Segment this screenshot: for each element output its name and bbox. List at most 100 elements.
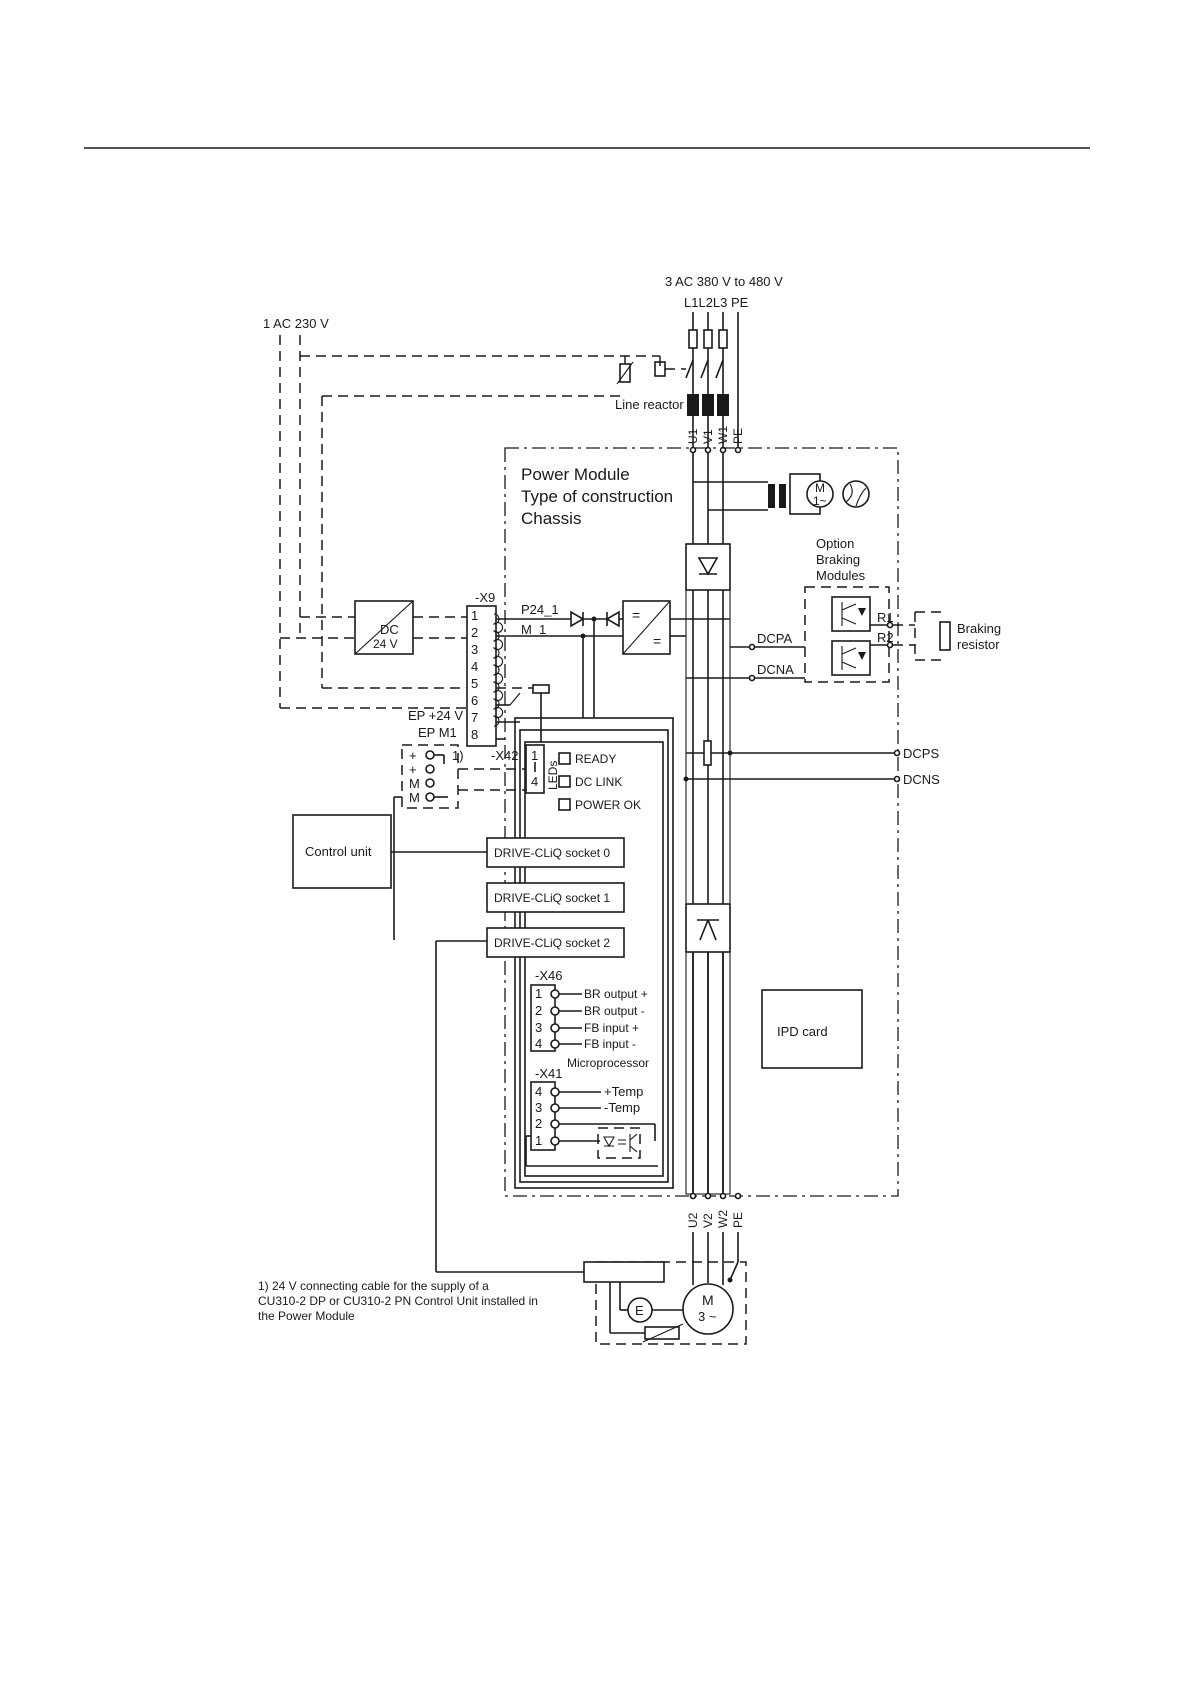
psu-dc-label: DC	[380, 622, 399, 637]
epm1-label: EP M1	[418, 725, 457, 740]
x41-signal-temp-plus: +Temp	[604, 1084, 643, 1099]
terminal-pe-top: PE	[731, 428, 745, 444]
motor-m: M	[702, 1292, 714, 1308]
drive-cliq-sockets: DRIVE-CLiQ socket 0 DRIVE-CLiQ socket 1 …	[486, 837, 625, 958]
three-phase-supply-label: 3 AC 380 V to 480 V	[665, 274, 783, 289]
external-24v-terminal: + + M M 1)	[393, 744, 526, 940]
braking-resistor-label-1: Braking	[957, 621, 1001, 636]
rectifier	[685, 543, 731, 591]
dcna-label: DCNA	[757, 662, 794, 677]
x46-pin-4: 4	[535, 1036, 542, 1051]
x41-pin-2: 2	[535, 1116, 542, 1131]
power-module-title: Power Module	[521, 465, 630, 484]
microprocessor-label: Microprocessor	[567, 1056, 649, 1070]
led-dclink-label: DC LINK	[575, 775, 622, 789]
p24-supply-path	[496, 610, 623, 718]
power-module-enclosure	[504, 447, 899, 1197]
psu-24v-label: 24 V	[373, 637, 398, 651]
x41-label: -X41	[535, 1066, 562, 1081]
fan-motor-m: M	[815, 481, 825, 495]
x9-pin-7: 7	[471, 710, 478, 725]
drive-cliq-socket-2	[486, 927, 625, 958]
led-ready-label: READY	[575, 752, 616, 766]
terminal-u1: U1	[686, 428, 700, 444]
x46-connector: -X46 1 2 3 4 BR output + BR output - FB …	[530, 968, 649, 1070]
ipd-card-box	[761, 989, 863, 1069]
x42-pin-1: 1	[531, 748, 538, 763]
drive-cliq-socket-1-label: DRIVE-CLiQ socket 1	[494, 891, 610, 905]
motor-phase: 3 ~	[698, 1309, 717, 1324]
x42-connector: -X42 1 4 LEDs	[491, 744, 560, 794]
dcns-label: DCNS	[903, 772, 940, 787]
m1-label: M_1	[521, 622, 546, 637]
converter-out: =	[653, 633, 661, 649]
x41-pin-1: 1	[535, 1133, 542, 1148]
motor-assembly: M 3 ~ E	[583, 1232, 747, 1345]
motor-circle	[682, 1283, 734, 1335]
option-label: Option	[816, 536, 854, 551]
control-unit-label: Control unit	[305, 844, 372, 859]
drive-cliq-socket-0	[486, 837, 625, 868]
x41-connector: -X41 4 3 2 1 +Temp -Temp	[525, 1066, 658, 1167]
led-powerok-box	[558, 798, 571, 811]
ext-m-2: M	[409, 790, 420, 805]
power-module-construction: Type of construction	[521, 487, 673, 506]
x9-pin-3: 3	[471, 642, 478, 657]
encoder-cable	[435, 940, 584, 1273]
phase-labels: L1L2L3 PE	[684, 295, 749, 310]
leds-label: LEDs	[546, 761, 560, 790]
x9-pin-2: 2	[471, 625, 478, 640]
x46-pin-3: 3	[535, 1020, 542, 1035]
led-powerok-label: POWER OK	[575, 798, 641, 812]
x41-signal-temp-minus: -Temp	[604, 1100, 640, 1115]
x42-pin-4: 4	[531, 774, 538, 789]
led-dclink-box	[558, 775, 571, 788]
inverter	[685, 903, 731, 953]
footnote-ref: 1)	[452, 748, 464, 763]
braking-resistor-label-2: resistor	[957, 637, 1000, 652]
dcpa-label: DCPA	[757, 631, 792, 646]
x9-pin-8: 8	[471, 727, 478, 742]
x41-pin-3: 3	[535, 1100, 542, 1115]
footnote-line-2: CU310-2 DP or CU310-2 PN Control Unit in…	[258, 1294, 538, 1308]
terminal-u2: U2	[686, 1212, 700, 1228]
drive-cliq-socket-0-label: DRIVE-CLiQ socket 0	[494, 846, 610, 860]
footnote-line-1: 1) 24 V connecting cable for the supply …	[258, 1279, 489, 1293]
aux-supply-wiring	[279, 335, 686, 709]
converter-in: =	[632, 607, 640, 623]
r1-label: R1	[877, 610, 894, 625]
x46-signal-3: FB input +	[584, 1021, 639, 1035]
status-leds: READY DC LINK POWER OK	[558, 752, 641, 812]
dc-link-capacitor	[686, 740, 730, 766]
x46-pin-1: 1	[535, 986, 542, 1001]
modules-label: Modules	[816, 568, 866, 583]
x9-pin-5: 5	[471, 676, 478, 691]
x46-pin-2: 2	[535, 1003, 542, 1018]
ep24-label: EP +24 V	[408, 708, 463, 723]
x9-pin-1: 1	[471, 608, 478, 623]
terminal-v1: V1	[701, 429, 715, 444]
x46-signal-4: FB input -	[584, 1037, 636, 1051]
dcps-dcns-outputs: DCPS DCNS	[683, 746, 940, 787]
line-reactor	[687, 394, 729, 416]
x42-label: -X42	[491, 748, 518, 763]
ext-m-1: M	[409, 776, 420, 791]
x9-pin-6: 6	[471, 693, 478, 708]
x46-label: -X46	[535, 968, 562, 983]
fan-motor-phase: 1~	[813, 494, 827, 508]
fuses	[688, 329, 728, 349]
encoder-label: E	[635, 1303, 644, 1318]
x46-signal-2: BR output -	[584, 1004, 645, 1018]
power-module-chassis: Chassis	[521, 509, 581, 528]
x9-connector: -X9 1 2 3 4 5 6 7 8	[466, 590, 504, 747]
led-ready-box	[558, 752, 571, 765]
drive-cliq-socket-1	[486, 882, 625, 913]
dcpa-dcna-outputs: DCPA DCNA	[686, 631, 805, 682]
terminal-w2: W2	[716, 1210, 730, 1228]
footnote-line-3: the Power Module	[258, 1309, 355, 1323]
braking-module-option: Option Braking Modules R1 R2	[804, 536, 894, 683]
ext-plus-2: +	[409, 762, 417, 777]
ipd-card-label: IPD card	[777, 1024, 828, 1039]
x9-pin-4: 4	[471, 659, 478, 674]
